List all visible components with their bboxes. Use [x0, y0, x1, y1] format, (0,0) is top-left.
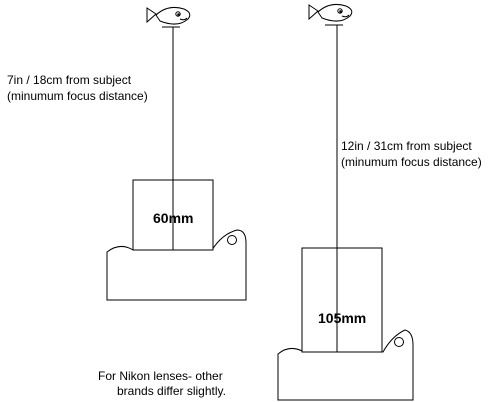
distance-text-line2: (minumum focus distance)	[7, 89, 148, 103]
distance-text-line2: (minumum focus distance)	[341, 155, 482, 169]
focal-length-label-60mm: 60mm	[153, 210, 194, 226]
camera-body-105mm	[277, 247, 414, 401]
footnote-line1: For Nikon lenses- other	[98, 369, 223, 383]
distance-text-line1: 7in / 18cm from subject	[7, 73, 132, 87]
distance-text-line1: 12in / 31cm from subject	[341, 139, 472, 153]
focal-length-label-105mm: 105mm	[318, 310, 367, 326]
fish-icon	[308, 4, 353, 26]
footnote-line2: brands differ slightly.	[117, 384, 226, 398]
camera-body-60mm	[106, 179, 247, 301]
fish-icon	[146, 7, 191, 28]
lens-105mm	[301, 247, 383, 353]
